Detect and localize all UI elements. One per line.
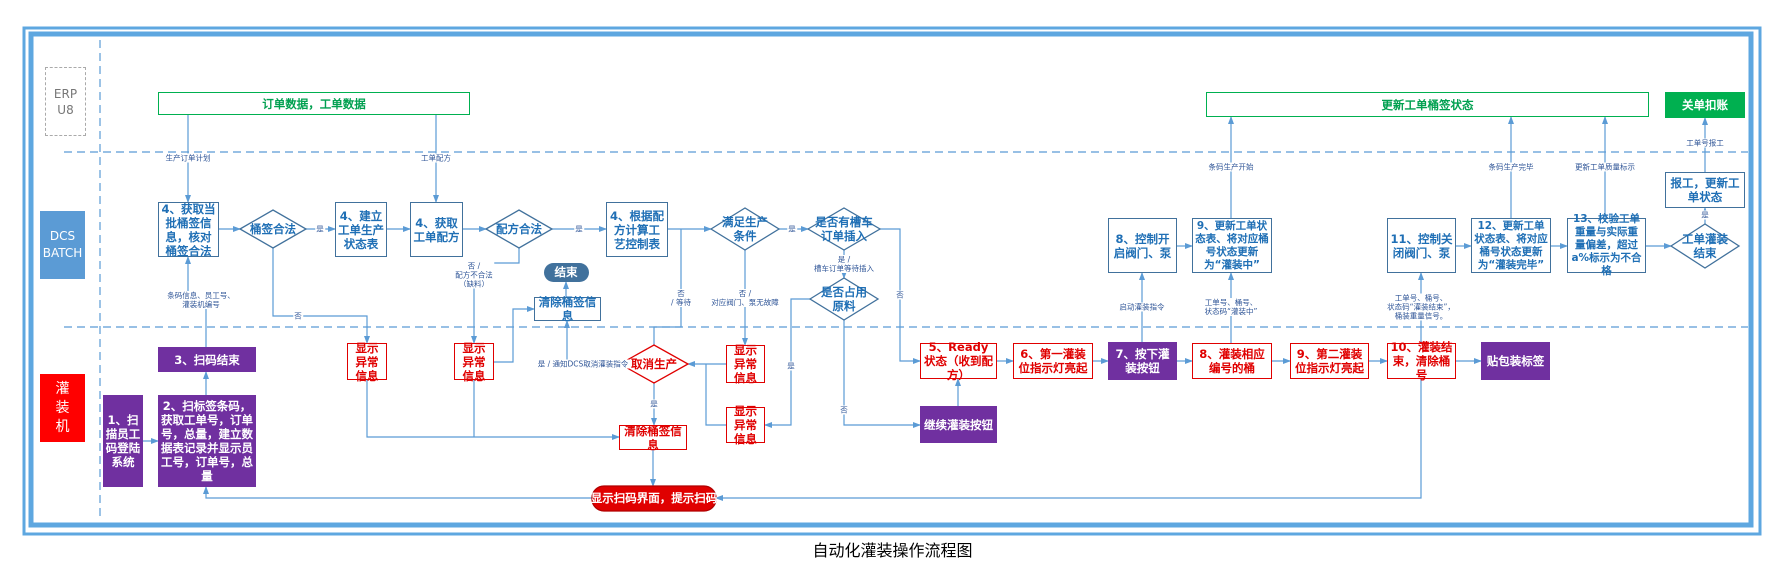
edge-label: 是 — [786, 361, 796, 371]
decision-order-done — [1669, 223, 1741, 269]
edge-label: 否 / 等待 — [670, 289, 692, 307]
edge — [494, 306, 535, 363]
order-done-label: 工单灌装结束 — [1682, 232, 1728, 260]
tanker-insert-label: 是否有槽车订单插入 — [815, 215, 873, 243]
edge-label: 工单号报工 — [1685, 138, 1725, 148]
edge-label: 否 / 对应阀门、泵无故障 — [710, 289, 780, 307]
end-label: 结束 — [554, 265, 578, 279]
fill-end-box: 10、灌装结束，清除桶号 — [1387, 340, 1456, 382]
error-box-1: 显示异常信息 — [347, 341, 387, 383]
edge-label: 否 — [839, 405, 849, 415]
error-box-4: 显示异常信息 — [726, 404, 765, 446]
lane-filler: 灌 装 机 — [40, 374, 85, 442]
conditions-met-label: 满足生产条件 — [722, 215, 768, 243]
lane-erp: ERP U8 — [45, 67, 86, 136]
continue-button-box: 继续灌装按钮 — [920, 406, 997, 443]
calc-control-box: 4、根据配方计算工艺控制表 — [606, 202, 668, 257]
edge — [843, 320, 921, 428]
update-filling-box: 9、更新工单状态表、将对应桶号状态更新为“灌装中” — [1192, 218, 1272, 273]
edge-label: 是 — [315, 224, 325, 234]
decision-conditions-met — [709, 207, 781, 251]
edge-label: 是 — [574, 224, 584, 234]
cancel-label: 取消生产 — [631, 357, 677, 371]
decision-barcode-valid — [238, 209, 308, 249]
edge — [715, 379, 1422, 501]
lane-dcs: DCS BATCH — [40, 211, 85, 279]
show-scan-label: 显示扫码界面，提示扫码 — [590, 491, 718, 505]
light1-box: 6、第一灌装位指示灯亮起 — [1013, 343, 1093, 379]
material-used-label: 是否占用原料 — [821, 285, 867, 313]
report-box: 报工，更新工单状态 — [1665, 172, 1745, 208]
edge-label: 是 — [1700, 210, 1710, 220]
edge-label: 工单号、桶号、 状态码“灌装结束”， 桶装重量信号。 — [1386, 293, 1456, 321]
open-valve-box: 8、控制开启阀门、泵 — [1108, 218, 1177, 273]
edge-label: 否 / 配方不合法 （缺料） — [454, 261, 494, 289]
create-table-box: 4、建立工单生产状态表 — [335, 202, 387, 257]
press-button-box: 7、按下灌装按钮 — [1108, 342, 1177, 380]
ready-box: 5、Ready状态（收到配方） — [920, 340, 997, 382]
update-status-box: 更新工单桶签状态 — [1206, 92, 1649, 117]
edge — [471, 248, 520, 344]
scan-label-box: 2、扫标签条码，获取工单号，订单号，总量，建立数据表记录并显示员工号，订单号，总… — [158, 395, 256, 487]
edge-label: 否 — [293, 311, 303, 321]
outer-frame — [22, 26, 1762, 536]
edge-label: 是 / 槽车订单等待插入 — [813, 255, 875, 273]
edge-label: 是 / 通知DCS取消灌装指令 — [536, 359, 630, 369]
scan-staff-box: 1、扫描员工码登陆系统 — [103, 395, 143, 487]
clear-label-blue-box: 清除桶签信息 — [534, 295, 601, 323]
edge-label: 否 — [895, 290, 905, 300]
edge — [705, 364, 726, 426]
decision-recipe-valid — [484, 209, 554, 249]
edge-label: 工单号、桶号、 状态码“灌装中” — [1203, 298, 1259, 316]
light2-box: 9、第二灌装位指示灯亮起 — [1290, 343, 1369, 379]
fill-barrel-box: 8、灌装相应编号的桶 — [1192, 343, 1272, 379]
edge-label: 生产订单计划 — [164, 153, 212, 163]
edge-label: 条码信息、员工号、 灌装机编号 — [166, 291, 236, 309]
edge — [653, 229, 682, 345]
recipe-valid-label: 配方合法 — [496, 222, 542, 236]
inner-frame — [28, 31, 1754, 528]
edge-label: 是 — [649, 399, 659, 409]
get-barcode-box: 4、获取当批桶签信息，核对桶签合法 — [158, 202, 219, 258]
error-box-2: 显示异常信息 — [454, 341, 494, 383]
edge — [366, 380, 620, 440]
edge-label: 是 — [787, 224, 797, 234]
edge-label: 条码生产完毕 — [1487, 162, 1535, 172]
end-terminal — [544, 263, 589, 282]
decision-tanker-insert — [806, 207, 882, 251]
scan-end-box: 3、扫码结束 — [158, 347, 256, 372]
edge — [203, 486, 592, 499]
barcode-valid-label: 桶签合法 — [250, 222, 296, 236]
close-valve-box: 11、控制关闭阀门、泵 — [1387, 218, 1456, 273]
error-box-3: 显示异常信息 — [726, 343, 765, 385]
decision-material-used — [808, 277, 880, 321]
diagram-title: 自动化灌装操作流程图 — [812, 541, 973, 560]
check-weight-box: 13、校验工单重量与实际重量偏差，超过a%标示为不合格 — [1567, 213, 1646, 277]
show-scan-terminal — [591, 485, 717, 512]
clear-label-red-box: 清除桶签信息 — [619, 424, 687, 452]
decision-cancel — [618, 344, 690, 384]
close-order-box: 关单扣账 — [1665, 92, 1745, 118]
order-data-box: 订单数据，工单数据 — [158, 92, 470, 115]
edge-label: 启动灌装指令 — [1118, 302, 1166, 312]
update-done-box: 12、更新工单状态表、将对应桶号状态更新为“灌装完毕” — [1471, 218, 1551, 273]
edge-label: 条码生产开始 — [1207, 162, 1255, 172]
edge-label: 工单配方 — [420, 153, 452, 163]
edge-label: 更新工单质量标示 — [1574, 162, 1636, 172]
pack-label-box: 贴包装标签 — [1481, 342, 1550, 380]
edge — [272, 248, 370, 344]
get-recipe-box: 4、获取工单配方 — [410, 202, 463, 257]
